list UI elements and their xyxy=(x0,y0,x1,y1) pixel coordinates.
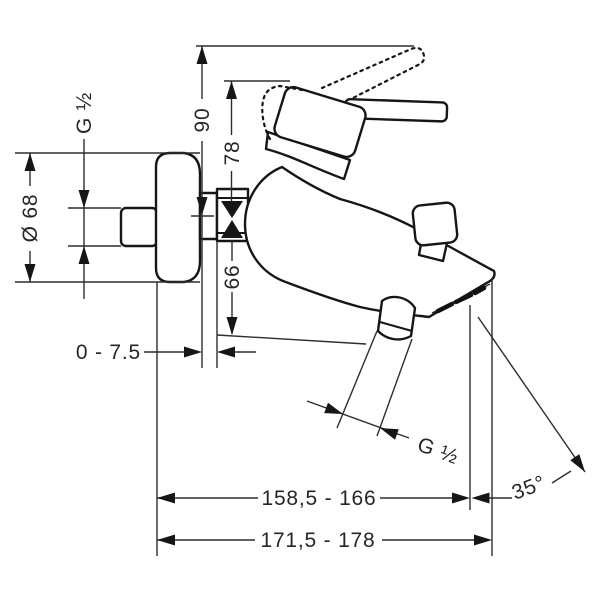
dim-spout-angle: 35° xyxy=(477,316,586,505)
escutcheon-flange xyxy=(154,151,202,284)
faucet-body-spout xyxy=(243,165,496,319)
wall-adjustment-label: 0 - 7.5 xyxy=(76,341,141,364)
ext-line-outlet-left xyxy=(336,330,378,429)
wall-pipe-stub xyxy=(119,206,159,248)
arrow-down-icon xyxy=(24,264,36,282)
projection-outer-label: 171,5 - 178 xyxy=(260,529,375,552)
dim-flange-diameter: Ø 68 xyxy=(15,152,200,283)
arrow-up-icon xyxy=(226,81,237,99)
arrow-up-icon xyxy=(24,153,36,171)
arrow-left-icon xyxy=(217,346,235,358)
thread-symbol-lower xyxy=(221,220,243,238)
arrow-down-icon xyxy=(196,197,208,215)
cartridge-collar xyxy=(264,130,352,181)
diverter-knob xyxy=(411,201,459,247)
arrow-left-icon xyxy=(471,492,490,504)
arrow-diagonal-icon xyxy=(380,428,399,440)
dim-height-66: 66 xyxy=(216,241,367,345)
dim-projection-inner: 158,5 - 166 xyxy=(156,282,512,556)
arrow-right-icon xyxy=(452,492,470,504)
arrow-left-icon xyxy=(157,534,175,546)
outlet-ring-line xyxy=(379,321,413,332)
spout-angle-label: 35° xyxy=(509,471,549,504)
height-66-label: 66 xyxy=(221,265,244,290)
leader-line xyxy=(551,470,572,484)
projection-inner-label: 158,5 - 166 xyxy=(261,487,376,510)
wall-thread-label: G ½ xyxy=(73,92,96,134)
arrow-right-icon xyxy=(184,346,202,358)
ref-line-outlet-plane xyxy=(216,334,367,345)
arrow-diagonal-icon xyxy=(324,402,343,414)
arrow-left-icon xyxy=(157,492,175,504)
height-90-label: 90 xyxy=(191,108,214,133)
dim-projection-outer: 171,5 - 178 xyxy=(157,278,493,556)
dim-height-78: 78 xyxy=(221,80,290,201)
flange-diameter-label: Ø 68 xyxy=(19,194,42,243)
arrow-diagonal-icon xyxy=(570,454,585,472)
outlet-slot-3 xyxy=(472,285,487,296)
ext-line-outlet-right xyxy=(376,338,413,437)
arrow-down-icon xyxy=(226,317,238,335)
angle-line xyxy=(477,316,586,473)
height-78-label: 78 xyxy=(221,141,244,166)
dashed-handle-cap xyxy=(261,84,304,141)
arrow-up-icon xyxy=(78,246,90,264)
faucet-drawing xyxy=(119,46,496,341)
dim-wall-adjustment: 0 - 7.5 xyxy=(76,241,256,368)
arrow-up-icon xyxy=(196,46,208,64)
outlet-thread-label: G ½ xyxy=(414,433,461,469)
thread-symbol-upper xyxy=(221,201,243,218)
outlet-slot-1 xyxy=(435,301,455,314)
arrow-down-icon xyxy=(78,190,90,208)
dim-outlet-thread: G ½ xyxy=(306,330,462,469)
arrow-right-icon xyxy=(474,534,492,546)
spout-outlet xyxy=(376,295,417,341)
handle-cartridge xyxy=(273,85,367,159)
dim-wall-thread: G ½ xyxy=(68,92,121,299)
dim-height-90: 90 xyxy=(191,45,414,368)
outlet-slot-2 xyxy=(453,292,474,305)
dashed-handle-lever xyxy=(320,46,426,101)
